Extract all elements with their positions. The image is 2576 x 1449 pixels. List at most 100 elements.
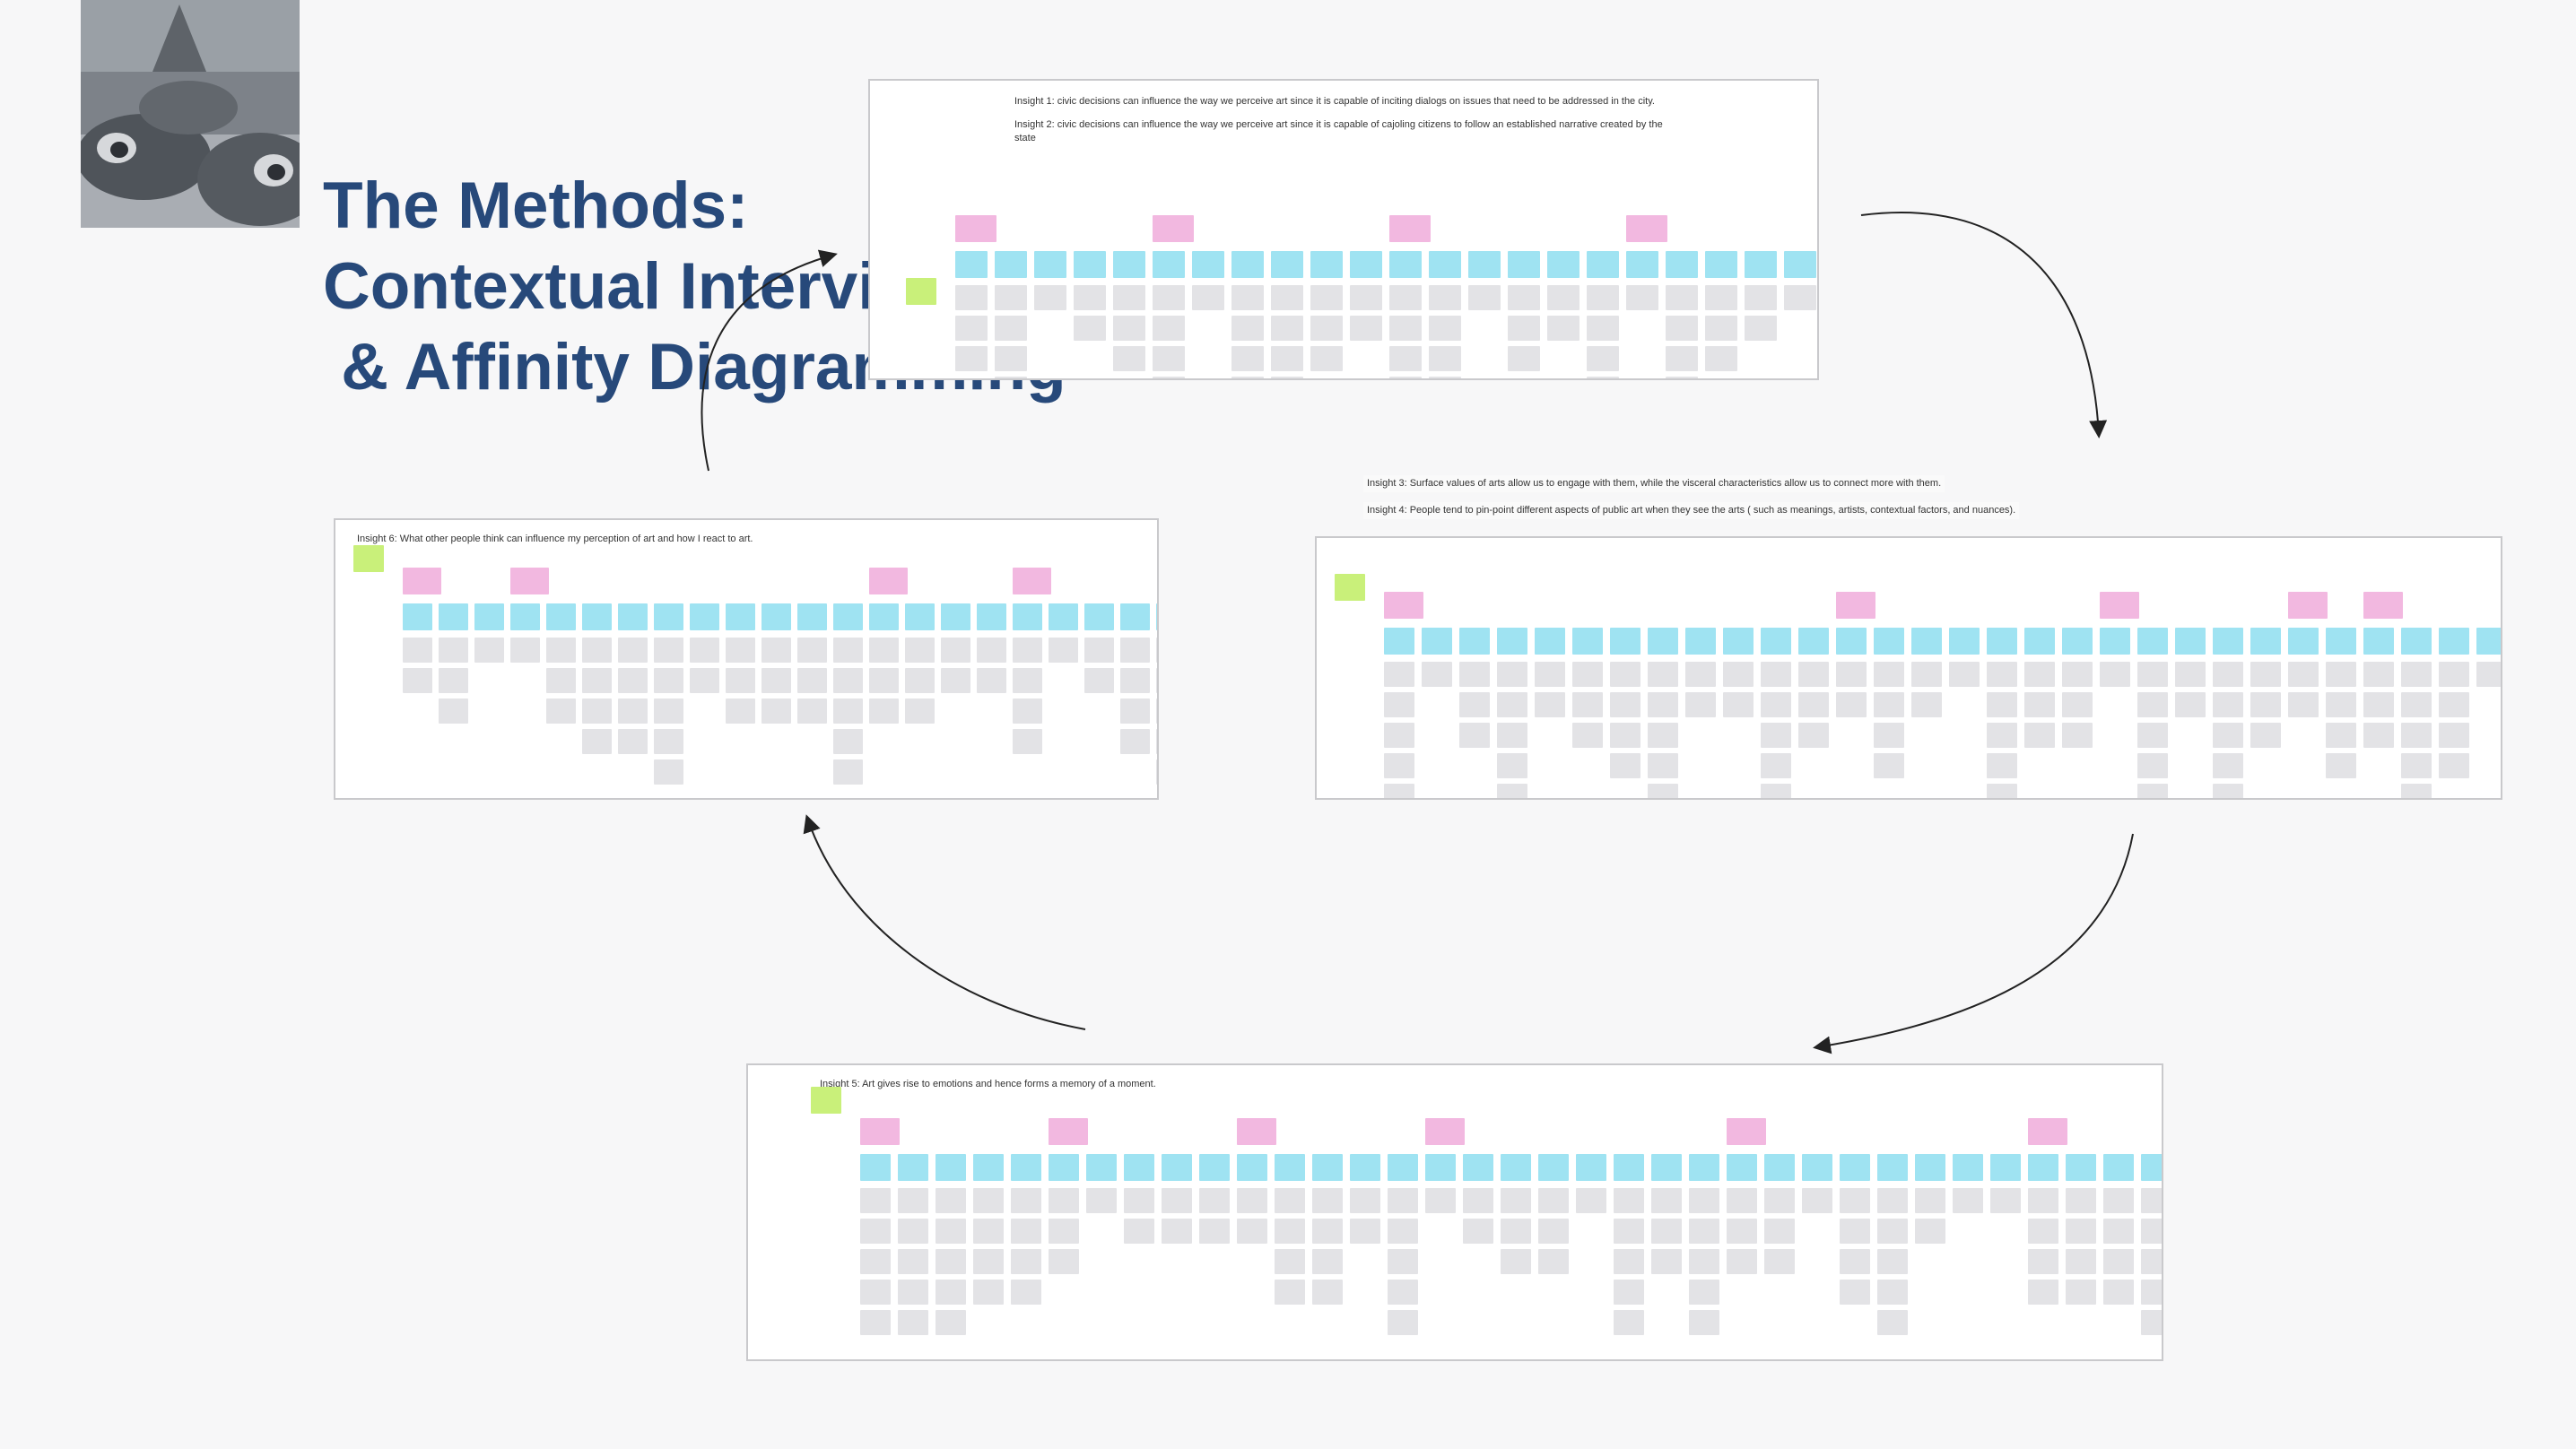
sticky-note-grey xyxy=(582,668,612,693)
insight-1-label: Insight 1: civic decisions can influence… xyxy=(1011,93,1658,110)
sticky-note-grey xyxy=(833,759,863,785)
sticky-note-grey xyxy=(1153,285,1185,310)
sticky-note-grey xyxy=(1013,638,1042,663)
sticky-note-grey xyxy=(2326,662,2356,687)
sticky-note-grey xyxy=(2028,1249,2058,1274)
sticky-note-grey xyxy=(2476,662,2501,687)
sticky-note-grey xyxy=(1275,1249,1305,1274)
arrow-board1-to-board2 xyxy=(1860,212,2108,438)
sticky-note-pink xyxy=(1049,1118,1088,1145)
sticky-note-grey xyxy=(1761,723,1791,748)
sticky-note-grey xyxy=(1013,729,1042,754)
sticky-note-grey xyxy=(474,638,504,663)
sticky-note-grey xyxy=(761,668,791,693)
sticky-note-grey xyxy=(1271,316,1303,341)
sticky-note-pink xyxy=(869,568,908,594)
sticky-note-grey xyxy=(1384,662,1414,687)
insight-2-label: Insight 2: civic decisions can influence… xyxy=(1011,117,1667,134)
arrow-board2-to-board4 xyxy=(1813,833,2134,1054)
sticky-notes xyxy=(748,1065,2162,1359)
sticky-note-grey xyxy=(1614,1219,1644,1244)
sticky-note-grey xyxy=(1689,1219,1719,1244)
sticky-note-blue xyxy=(1074,251,1106,278)
sticky-note-grey xyxy=(797,638,827,663)
sticky-note-blue xyxy=(1761,628,1791,655)
sticky-note-grey xyxy=(936,1249,966,1274)
sticky-note-pink xyxy=(1425,1118,1465,1145)
sculpture-photo xyxy=(81,0,300,228)
affinity-board-insight-3-4 xyxy=(1315,536,2502,800)
sticky-note-grey xyxy=(1501,1219,1531,1244)
sticky-note-grey xyxy=(1648,753,1678,778)
sticky-note-grey xyxy=(1745,285,1777,310)
sticky-note-grey xyxy=(860,1219,891,1244)
sticky-note-grey xyxy=(1987,723,2017,748)
sticky-note-grey xyxy=(2288,662,2319,687)
sticky-note-grey xyxy=(898,1188,928,1213)
sticky-note-blue xyxy=(1836,628,1867,655)
sticky-note-grey xyxy=(1538,1249,1569,1274)
sticky-note-grey xyxy=(2137,723,2168,748)
sticky-note-blue xyxy=(936,1154,966,1181)
sticky-note-grey xyxy=(2250,662,2281,687)
sticky-note-grey xyxy=(618,638,648,663)
sticky-note-grey xyxy=(1011,1219,1041,1244)
sticky-note-pink xyxy=(2028,1118,2067,1145)
sticky-note-blue xyxy=(2326,628,2356,655)
sticky-note-grey xyxy=(2439,753,2469,778)
sticky-note-grey xyxy=(1626,285,1658,310)
sticky-note-grey xyxy=(1310,316,1343,341)
sticky-note-grey xyxy=(1764,1188,1795,1213)
sticky-note-green xyxy=(906,278,936,305)
sticky-note-blue xyxy=(761,603,791,630)
sticky-note-blue xyxy=(1350,1154,1380,1181)
sticky-note-grey xyxy=(1840,1249,1870,1274)
sticky-note-blue xyxy=(2175,628,2206,655)
sticky-note-grey xyxy=(1199,1219,1230,1244)
sticky-note-grey xyxy=(654,759,683,785)
sticky-note-grey xyxy=(860,1249,891,1274)
sticky-note-grey xyxy=(1705,285,1737,310)
sticky-note-grey xyxy=(936,1188,966,1213)
sticky-note-grey xyxy=(1429,346,1461,371)
sticky-note-grey xyxy=(995,377,1027,378)
sticky-note-blue xyxy=(1745,251,1777,278)
sticky-note-grey xyxy=(2213,662,2243,687)
sticky-note-blue xyxy=(1648,628,1678,655)
sticky-note-blue xyxy=(1587,251,1619,278)
sticky-note-blue xyxy=(1987,628,2017,655)
sticky-note-blue xyxy=(1459,628,1490,655)
sticky-note-pink xyxy=(955,215,996,242)
sticky-note-blue xyxy=(1501,1154,1531,1181)
arrow-board3-to-board1 xyxy=(701,249,838,472)
sticky-note-grey xyxy=(582,638,612,663)
sticky-notes xyxy=(335,520,1157,798)
sticky-note-grey xyxy=(1501,1188,1531,1213)
sticky-note-grey xyxy=(761,638,791,663)
sticky-note-grey xyxy=(1840,1188,1870,1213)
sticky-note-grey xyxy=(2326,753,2356,778)
sticky-note-grey xyxy=(1587,316,1619,341)
insight-4-label: Insight 4: People tend to pin-point diff… xyxy=(1363,502,2020,519)
sticky-note-grey xyxy=(1389,346,1422,371)
sticky-note-blue xyxy=(2066,1154,2096,1181)
sticky-note-blue xyxy=(1468,251,1501,278)
sticky-note-grey xyxy=(1162,1219,1192,1244)
sticky-note-grey xyxy=(2401,723,2432,748)
sticky-note-grey xyxy=(1666,285,1698,310)
sticky-note-grey xyxy=(2250,723,2281,748)
sticky-note-grey xyxy=(1237,1219,1267,1244)
sticky-note-grey xyxy=(1764,1219,1795,1244)
sticky-note-grey xyxy=(2024,723,2055,748)
sticky-note-grey xyxy=(1784,285,1816,310)
sticky-note-blue xyxy=(1113,251,1145,278)
sticky-note-blue xyxy=(1990,1154,2021,1181)
sticky-note-grey xyxy=(1388,1310,1418,1335)
sticky-note-grey xyxy=(1153,377,1185,378)
sticky-note-grey xyxy=(1086,1188,1117,1213)
sticky-note-grey xyxy=(1231,316,1264,341)
sticky-note-grey xyxy=(2062,662,2093,687)
sticky-note-grey xyxy=(1874,753,1904,778)
sticky-note-grey xyxy=(1689,1280,1719,1305)
